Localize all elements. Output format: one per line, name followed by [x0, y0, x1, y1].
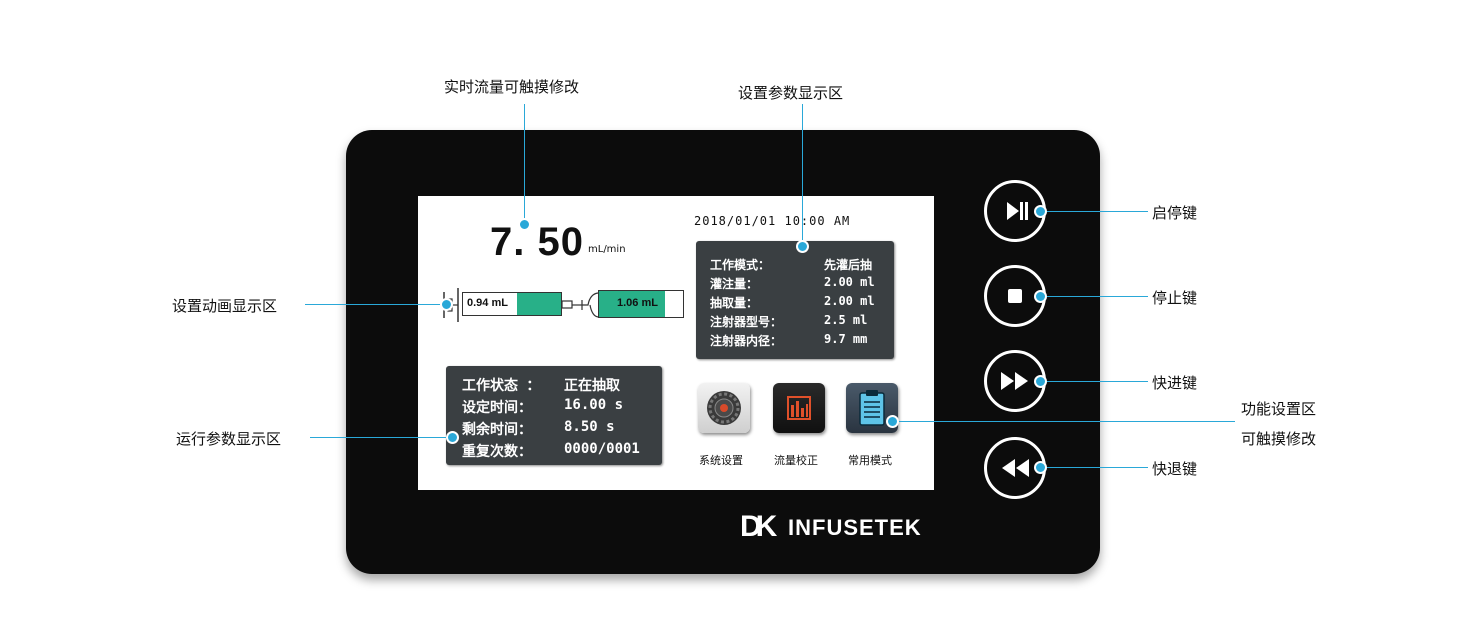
callout-dot	[518, 218, 531, 231]
rewind-icon	[1002, 459, 1029, 477]
param-value: 2.00 ml	[824, 275, 875, 289]
callout-dot	[1034, 205, 1047, 218]
callout-stop-key: 停止键	[1152, 289, 1198, 307]
callout-line	[1040, 381, 1148, 382]
callout-dot	[796, 240, 809, 253]
realtime-flow-value[interactable]: 7. 50	[490, 220, 584, 264]
callout-dot	[440, 298, 453, 311]
callout-line	[890, 421, 1235, 422]
callout-line	[1040, 296, 1148, 297]
run-value: 0000/0001	[564, 441, 640, 457]
flow-calibration-button[interactable]	[773, 383, 825, 433]
right-syringe-volume: 1.06 mL	[617, 297, 658, 309]
fast-forward-icon	[1001, 372, 1028, 390]
run-value: 16.00 s	[564, 397, 624, 413]
param-value: 2.5 ml	[824, 313, 868, 327]
bar-chart-icon	[787, 396, 811, 420]
common-mode-button[interactable]	[846, 383, 898, 433]
param-label: 注射器型号：	[710, 315, 783, 329]
gear-icon	[707, 391, 741, 425]
left-syringe: 0.94 mL	[462, 292, 562, 316]
callout-dot	[1034, 375, 1047, 388]
callout-line	[1040, 211, 1148, 212]
left-syringe-volume: 0.94 mL	[467, 297, 508, 309]
callout-fast-forward-key: 快进键	[1152, 374, 1198, 392]
callout-realtime-flow: 实时流量可触摸修改	[444, 78, 580, 96]
callout-line	[310, 437, 450, 438]
settings-parameters-panel: 工作模式： 先灌后抽 灌注量： 2.00 ml 抽取量： 2.00 ml 注射器…	[696, 241, 894, 359]
param-label: 注射器内径：	[710, 334, 783, 348]
run-label: 设定时间：	[462, 400, 532, 416]
callout-start-stop-key: 启停键	[1152, 204, 1198, 222]
system-settings-label: 系统设置	[699, 454, 743, 467]
common-mode-label: 常用模式	[848, 454, 892, 467]
right-syringe: 1.06 mL	[598, 290, 684, 318]
callout-dot	[1034, 290, 1047, 303]
param-label: 工作模式：	[710, 258, 771, 272]
param-value: 2.00 ml	[824, 294, 875, 308]
flow-calibration-label: 流量校正	[774, 454, 818, 467]
datetime-display: 2018/01/01 10:00 AM	[694, 214, 851, 228]
callout-settings-display: 设置参数显示区	[738, 84, 844, 102]
callout-run-params-display: 运行参数显示区	[176, 430, 282, 448]
param-label: 灌注量：	[710, 277, 759, 291]
callout-line	[524, 104, 525, 222]
touch-screen: 7. 50 mL/min 2018/01/01 10:00 AM 0.94 mL…	[418, 196, 934, 490]
callout-function-area-line1: 功能设置区	[1241, 400, 1317, 418]
run-label: 剩余时间：	[462, 422, 532, 438]
brand-name: INFUSETEK	[788, 515, 922, 540]
brand-logo: DK INFUSETEK	[740, 510, 940, 546]
callout-fast-back-key: 快退键	[1152, 460, 1198, 478]
callout-function-area-line2: 可触摸修改	[1241, 430, 1317, 448]
param-value: 先灌后抽	[824, 258, 873, 272]
callout-dot	[1034, 461, 1047, 474]
callout-dot	[446, 431, 459, 444]
param-label: 抽取量：	[710, 296, 759, 310]
play-pause-icon	[1007, 202, 1028, 220]
run-value: 正在抽取	[564, 378, 620, 394]
flow-unit: mL/min	[588, 244, 626, 255]
syringe-animation: 0.94 mL 1.06 mL	[442, 280, 684, 326]
callout-line	[802, 104, 803, 244]
run-label: 工作状态 ：	[462, 378, 541, 394]
system-settings-button[interactable]	[698, 383, 750, 433]
callout-line	[1040, 467, 1148, 468]
stop-icon	[1008, 289, 1022, 303]
callout-dot	[886, 415, 899, 428]
param-value: 9.7 mm	[824, 332, 868, 346]
run-value: 8.50 s	[564, 419, 615, 435]
callout-animation-display: 设置动画显示区	[172, 297, 278, 315]
clipboard-icon	[859, 390, 885, 426]
callout-line	[305, 304, 445, 305]
brand-logo-mark: DK	[740, 510, 777, 543]
run-parameters-panel: 工作状态 ： 正在抽取 设定时间： 16.00 s 剩余时间： 8.50 s 重…	[446, 366, 662, 465]
run-label: 重复次数：	[462, 444, 532, 460]
